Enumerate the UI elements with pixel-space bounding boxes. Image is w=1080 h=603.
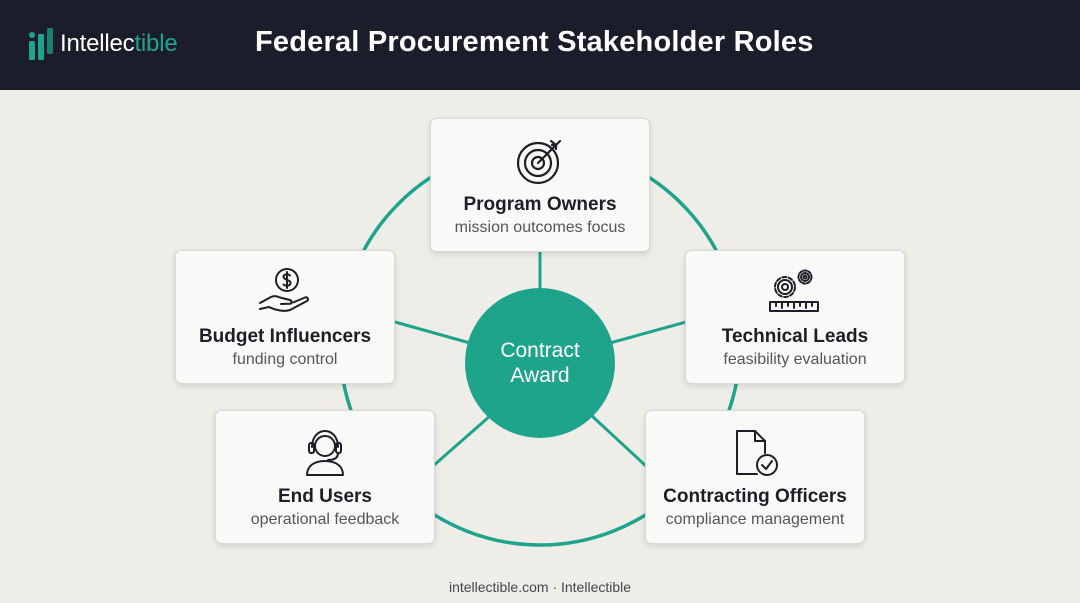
- document-check-icon: [736, 430, 778, 476]
- stakeholder-subtitle: funding control: [232, 351, 338, 368]
- stakeholder-title: End Users: [278, 486, 372, 507]
- header-bar: Intellectible Federal Procurement Stakeh…: [0, 0, 1080, 90]
- stakeholder-subtitle: operational feedback: [250, 511, 400, 528]
- stakeholder-card-technical-leads: Technical Leads feasibility evaluation: [685, 250, 905, 384]
- hand-dollar-icon: [259, 268, 309, 312]
- headset-user-icon: [306, 430, 344, 476]
- stakeholder-title: Contracting Officers: [663, 486, 847, 507]
- logo-icon: [29, 28, 53, 60]
- stakeholder-card-budget-influencers: Budget Influencers funding control: [175, 250, 395, 384]
- stakeholder-card-contracting-officers: Contracting Officers compliance manageme…: [645, 410, 865, 544]
- stakeholder-title: Program Owners: [463, 194, 617, 215]
- logo: Intellectible: [28, 26, 178, 62]
- stakeholder-title: Budget Influencers: [198, 326, 372, 347]
- logo-text: Intellectible: [60, 30, 178, 57]
- page-title: Federal Procurement Stakeholder Roles: [255, 26, 814, 58]
- stakeholder-subtitle: mission outcomes focus: [454, 219, 626, 236]
- gears-ruler-icon: [769, 269, 819, 312]
- footer-credit: intellectible.com · Intellectible: [448, 579, 632, 595]
- stakeholder-title: Technical Leads: [721, 326, 869, 347]
- stakeholder-card-program-owners: Program Owners mission outcomes focus: [430, 118, 650, 252]
- hub-label: Contract Award: [500, 339, 580, 387]
- stakeholder-subtitle: compliance management: [665, 511, 845, 528]
- stakeholder-card-end-users: End Users operational feedback: [215, 410, 435, 544]
- stakeholder-subtitle: feasibility evaluation: [723, 351, 867, 368]
- contract-award-hub: Contract Award: [465, 288, 615, 438]
- target-icon: [516, 139, 562, 185]
